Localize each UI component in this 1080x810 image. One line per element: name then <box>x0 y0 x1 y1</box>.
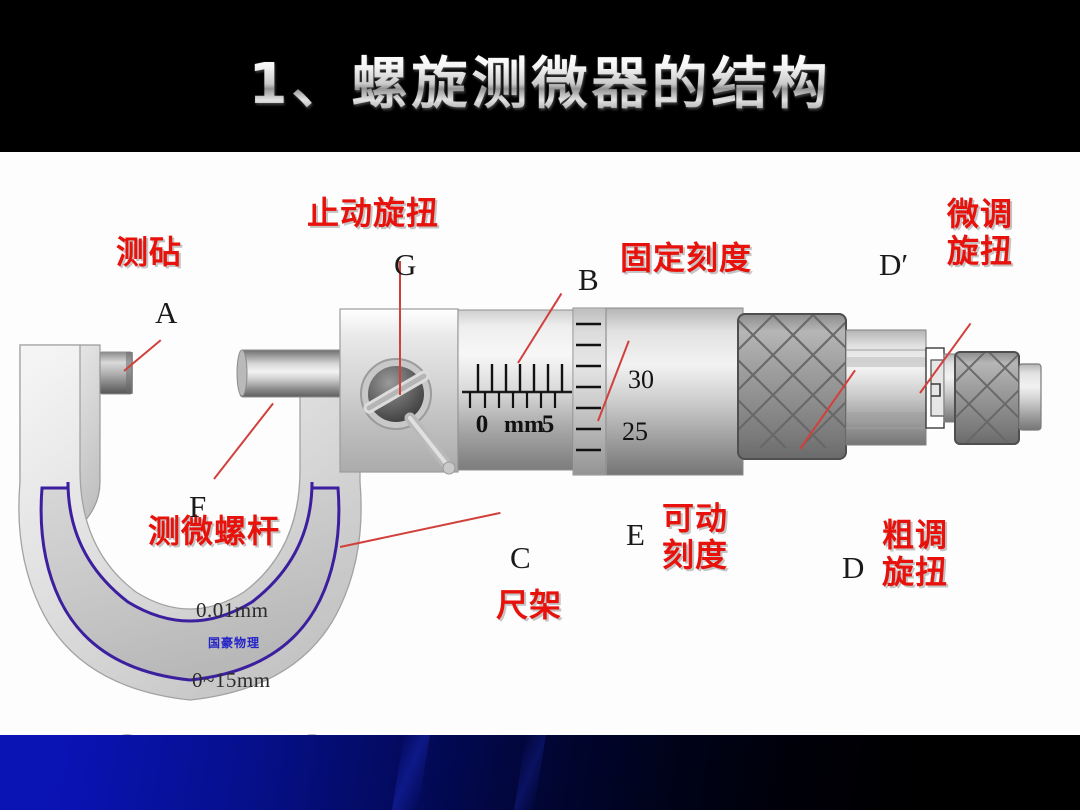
point-letter-Dprime: D′ <box>879 247 909 282</box>
movable-scale-thimble: 30 25 <box>572 307 744 476</box>
sleeve-subticks <box>468 392 557 408</box>
ratchet-barrel <box>845 329 959 446</box>
thimble-lower-label: 25 <box>622 417 648 446</box>
micrometer-frame <box>18 344 362 735</box>
point-letter-C: C <box>510 540 531 575</box>
title-band <box>0 0 1080 152</box>
sleeve-five-label: 5 <box>542 411 555 438</box>
label-movable-scale: 可动 刻度 <box>662 499 729 574</box>
point-letter-G: G <box>394 247 417 282</box>
coarse-knob-D <box>737 313 847 460</box>
label-fine-knob: 微调 旋扭 <box>947 195 1014 270</box>
anvil-icon <box>99 351 133 395</box>
point-letter-F: F <box>189 489 207 524</box>
point-letter-D: D <box>842 550 865 585</box>
thimble-ticks <box>576 322 601 452</box>
label-frame: 尺架 <box>496 586 563 624</box>
sleeve-zero-label: 0 <box>476 411 489 438</box>
frame-precision-label: 0.01mm <box>196 598 269 622</box>
fine-knob-Dprime <box>954 351 1042 445</box>
lock-screw-icon <box>339 308 459 475</box>
label-coarse-knob: 粗调 旋扭 <box>882 516 949 591</box>
thimble-upper-label: 30 <box>628 365 654 394</box>
micrometer-diagram: 0 mm 5 30 25 <box>0 152 1080 735</box>
footer-band <box>0 735 1080 810</box>
label-fixed-scale: 固定刻度 <box>620 239 753 277</box>
frame-range-label: 0~15mm <box>192 668 271 692</box>
frame-brand-label: 国豪物理 <box>208 636 261 650</box>
spindle-icon <box>236 349 351 398</box>
page-title: 1、螺旋测微器的结构 <box>0 54 1080 116</box>
label-anvil: 测砧 <box>116 233 183 271</box>
point-letter-A: A <box>155 295 178 330</box>
knurled-knob-icon <box>738 314 846 449</box>
point-letter-B: B <box>578 262 599 297</box>
label-spindle: 测微螺杆 <box>148 512 281 550</box>
point-letter-E: E <box>626 517 645 552</box>
label-lock-knob: 止动旋扭 <box>307 194 440 232</box>
sleeve-unit-label: mm <box>504 412 544 438</box>
sleeve-ticks <box>476 364 564 392</box>
